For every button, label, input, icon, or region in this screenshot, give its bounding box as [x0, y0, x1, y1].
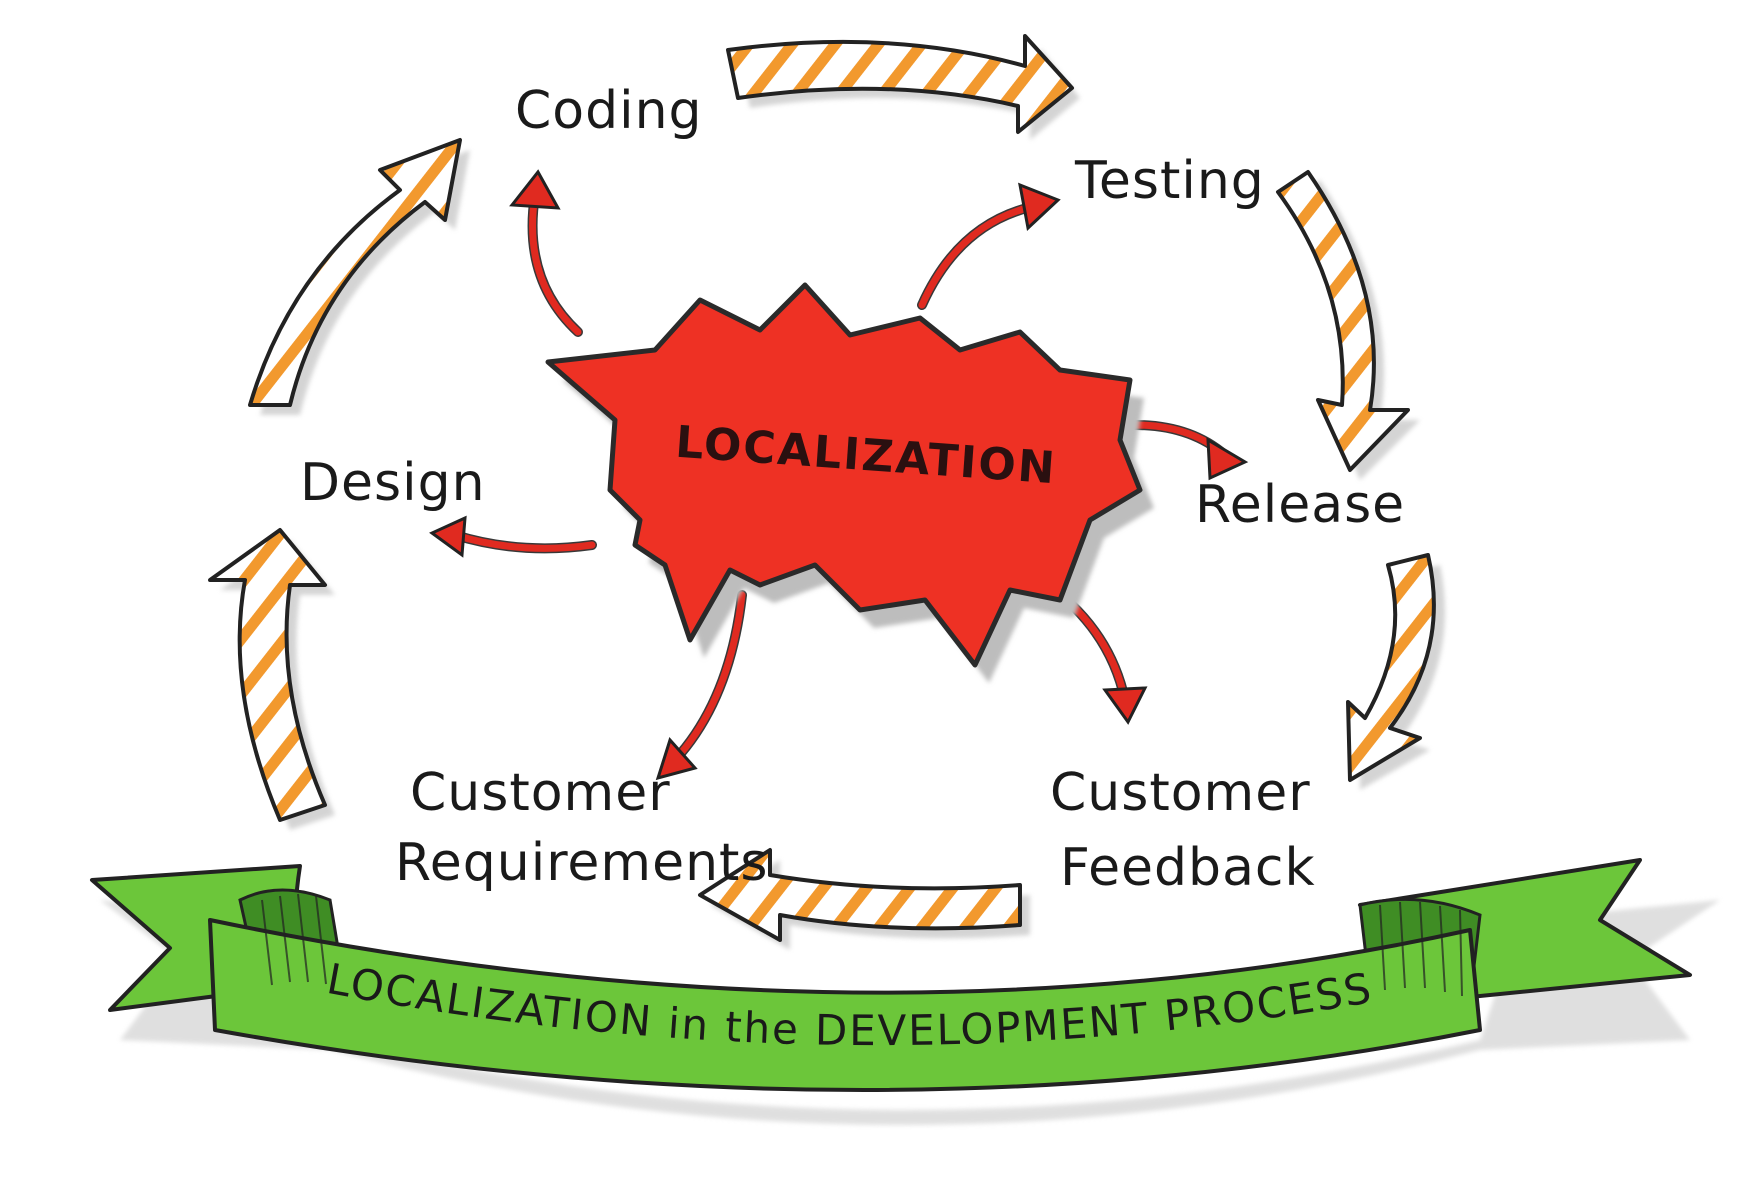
stage-label-customer-requirements-line2: Requirements	[395, 833, 769, 893]
stage-label-customer-requirements-line1: Customer	[410, 763, 671, 823]
cycle-arrow-testing-to-release	[1276, 170, 1410, 472]
radial-arrows	[429, 169, 1249, 781]
stage-label-testing: Testing	[1074, 151, 1265, 211]
stage-label-release: Release	[1195, 475, 1405, 535]
radial-arrow-to-coding	[509, 169, 583, 337]
radial-arrow-to-testing	[917, 182, 1061, 310]
radial-arrow-to-release	[1130, 420, 1249, 481]
cycle-arrows	[208, 34, 1445, 950]
radial-arrow-to-requirements	[655, 590, 747, 781]
ribbon-band	[208, 918, 1482, 1092]
center-burst: LOCALIZATION	[545, 282, 1154, 683]
cycle-arrow-release-to-feedback	[1346, 553, 1436, 782]
stage-label-coding: Coding	[515, 81, 703, 141]
cycle-arrow-design-to-coding	[248, 138, 462, 407]
stage-label-design: Design	[300, 453, 486, 513]
burst-shape	[545, 282, 1143, 668]
stage-label-customer-feedback-line1: Customer	[1050, 763, 1311, 823]
cycle-arrow-requirements-to-design	[208, 528, 327, 822]
radial-arrow-to-design	[429, 515, 597, 558]
cycle-arrow-feedback-to-requirements	[698, 848, 1022, 942]
stage-label-customer-feedback-line2: Feedback	[1060, 838, 1316, 898]
cycle-arrow-coding-to-testing	[726, 34, 1074, 134]
stage-labels: Coding Testing Release Customer Feedback…	[300, 81, 1405, 898]
